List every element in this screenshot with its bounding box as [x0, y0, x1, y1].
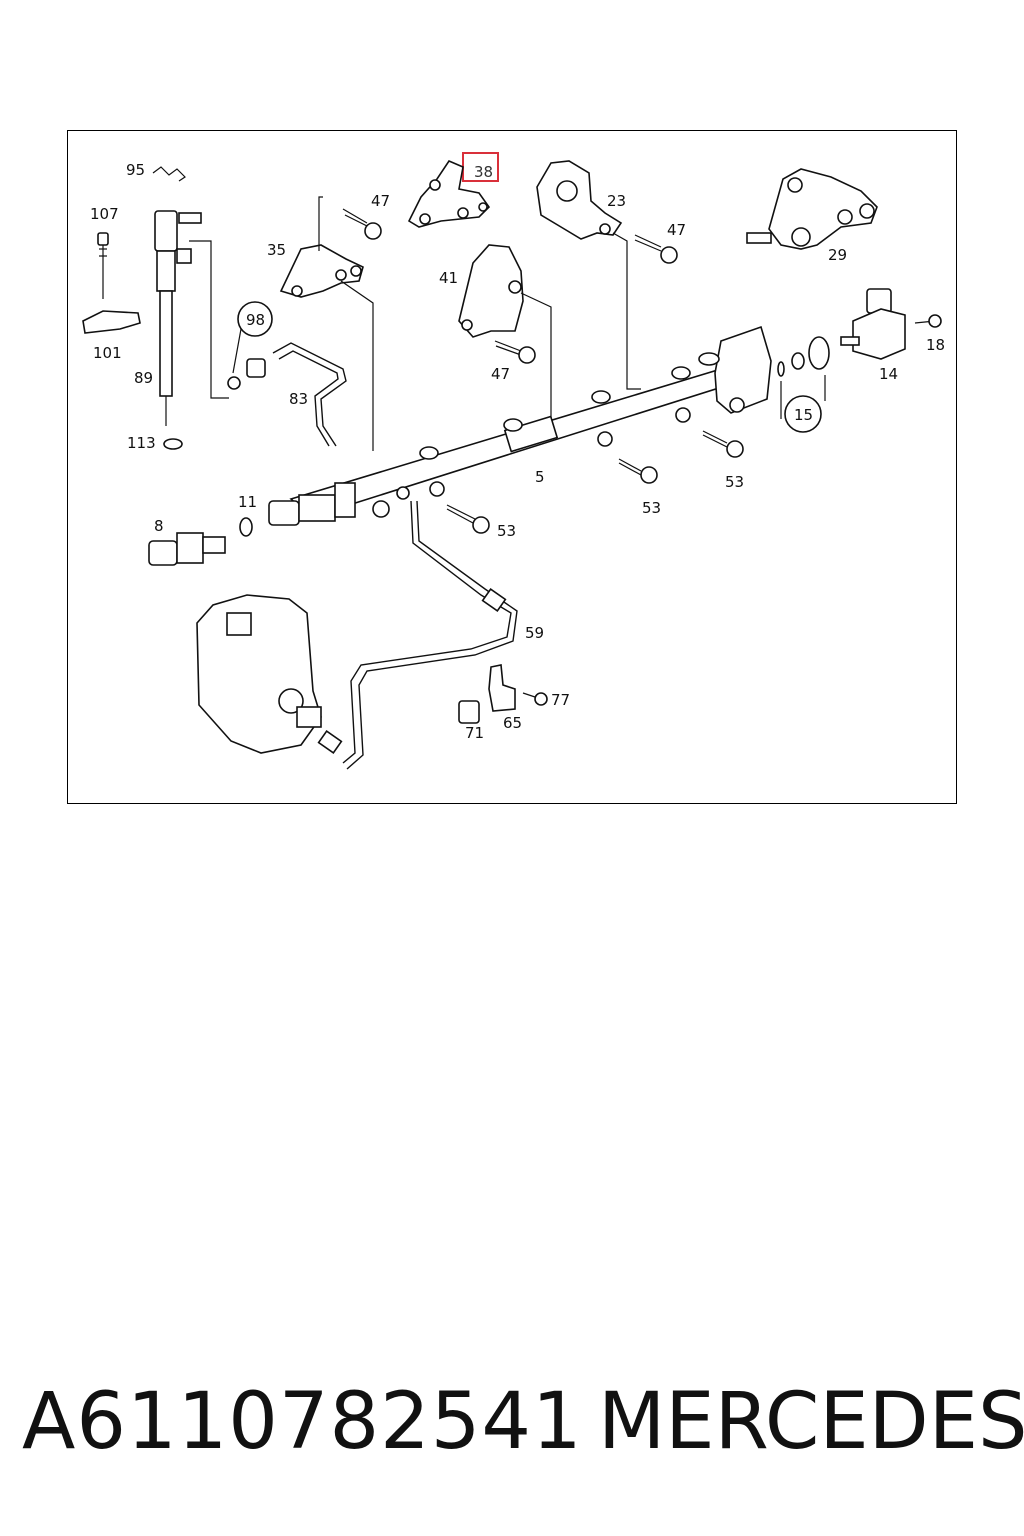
label-53-mid[interactable]: 53: [642, 499, 661, 517]
part-53-bolt-right: [702, 430, 744, 458]
part-47-bolt-mid: [494, 340, 536, 364]
label-41[interactable]: 41: [439, 269, 458, 287]
label-47-mid[interactable]: 47: [491, 365, 510, 383]
label-47-right[interactable]: 47: [667, 221, 686, 239]
part-number: A6110782541: [22, 1377, 583, 1467]
leader-23: [612, 232, 641, 390]
part-59-pipe-inner: [346, 500, 518, 770]
label-23[interactable]: 23: [607, 192, 626, 210]
part-59-nut-lower: [317, 729, 343, 755]
label-77[interactable]: 77: [551, 691, 570, 709]
part-98-callout: [237, 301, 273, 337]
label-11[interactable]: 11: [238, 493, 257, 511]
part-41-bracket: [458, 244, 524, 338]
part-65-clamp: [488, 664, 516, 712]
label-107[interactable]: 107: [90, 205, 119, 223]
label-65[interactable]: 65: [503, 714, 522, 732]
label-14[interactable]: 14: [879, 365, 898, 383]
part-98-seal: [246, 358, 266, 378]
part-101-clamp: [82, 310, 141, 334]
label-29[interactable]: 29: [828, 246, 847, 264]
high-pressure-pump: [196, 594, 322, 754]
part-53-bolt-mid: [618, 458, 658, 484]
label-5[interactable]: 5: [535, 468, 545, 486]
part-18-bolt: [914, 314, 942, 328]
part-15-oring-large: [808, 336, 830, 370]
leader-35: [318, 196, 323, 251]
part-83-pipe: [272, 342, 347, 447]
label-18[interactable]: 18: [926, 336, 945, 354]
leader-15: [780, 375, 826, 419]
part-53-bolt-center: [446, 504, 490, 534]
label-8[interactable]: 8: [154, 517, 164, 535]
part-113-washer: [163, 438, 183, 450]
part-77-bolt: [522, 692, 548, 706]
part-47-bolt-right: [634, 234, 678, 264]
label-38[interactable]: 38: [474, 163, 493, 181]
part-95-clip: [152, 166, 186, 182]
brand-name: MERCEDES: [598, 1377, 1024, 1467]
label-83[interactable]: 83: [289, 390, 308, 408]
label-59[interactable]: 59: [525, 624, 544, 642]
parts-diagram-frame: 38 95 107 101 89 113: [67, 130, 957, 804]
part-98-oring: [227, 376, 241, 390]
part-8-sensor: [148, 532, 226, 566]
part-47-bolt-top: [342, 208, 382, 240]
part-23-bracket: [536, 160, 623, 240]
label-113[interactable]: 113: [127, 434, 156, 452]
leader-line-injector: [189, 240, 229, 399]
part-5-fuel-rail: [289, 325, 772, 518]
part-71-insert: [458, 700, 480, 724]
part-15-callout: [784, 395, 822, 433]
part-35-bracket: [279, 244, 364, 298]
leader-35b: [340, 280, 374, 451]
label-95[interactable]: 95: [126, 161, 145, 179]
part-11-washer: [239, 517, 253, 537]
part-83-pipe-inner: [278, 350, 339, 447]
label-89[interactable]: 89: [134, 369, 153, 387]
part-15-washer: [791, 352, 805, 370]
part-38-bracket: [407, 160, 491, 228]
label-53-center[interactable]: 53: [497, 522, 516, 540]
rail-sensor: [268, 482, 356, 526]
part-107-bolt: [97, 232, 109, 299]
leader-41: [520, 292, 552, 419]
label-101[interactable]: 101: [93, 344, 122, 362]
label-15[interactable]: 15: [794, 406, 813, 424]
leader-98: [232, 328, 242, 374]
label-71[interactable]: 71: [465, 724, 484, 742]
fuel-rail-exploded-diagram: 38 95 107 101 89 113: [82, 152, 945, 770]
part-14-pressure-regulator: [840, 288, 906, 360]
footer-caption: A6110782541 MERCEDES: [0, 1372, 1024, 1472]
label-35[interactable]: 35: [267, 241, 286, 259]
label-47-top[interactable]: 47: [371, 192, 390, 210]
part-59-nut: [481, 587, 507, 613]
part-59-pipe: [342, 500, 512, 764]
part-15-oring-small: [777, 361, 785, 377]
label-53-right[interactable]: 53: [725, 473, 744, 491]
part-89-injector: [154, 210, 202, 426]
part-29-bracket: [746, 168, 878, 250]
label-98[interactable]: 98: [246, 311, 265, 329]
